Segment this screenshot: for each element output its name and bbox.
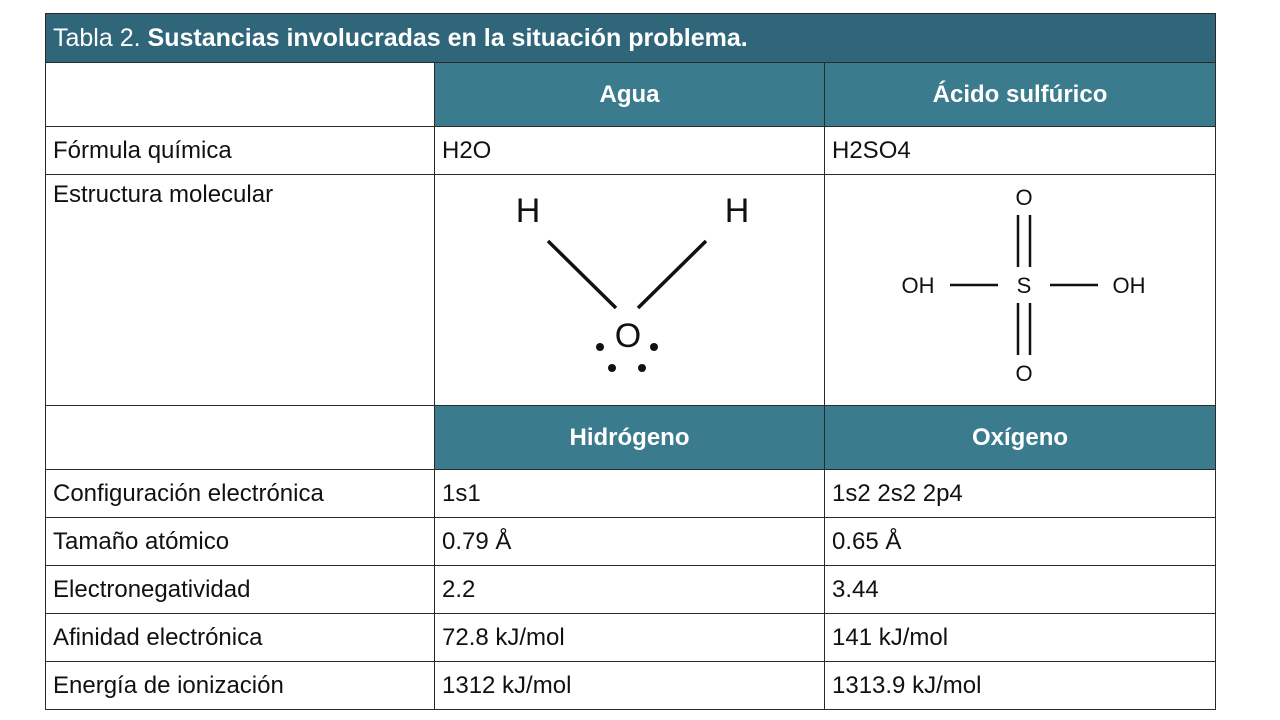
cell-value: 1s1 (434, 469, 825, 518)
cell-value: H2O (434, 126, 825, 175)
row-label: Electronegatividad (45, 565, 435, 614)
acid-oh-right: OH (1112, 273, 1145, 298)
table-title-prefix: Tabla 2. (53, 23, 141, 52)
cell-value: 72.8 kJ/mol (434, 613, 825, 662)
header-oxigeno: Oxígeno (823, 405, 1217, 470)
cell-value: 1313.9 kJ/mol (823, 661, 1217, 710)
water-h-right: H (724, 192, 749, 230)
header-hidrogeno: Hidrógeno (434, 405, 825, 470)
structure-row: Estructura molecular H H O O (45, 174, 1217, 406)
cell-value: 0.79 Å (434, 517, 825, 566)
substance-header-row: Agua Ácido sulfúrico (45, 62, 1217, 127)
water-structure-cell: H H O (434, 174, 825, 406)
table-row: Energía de ionización 1312 kJ/mol 1313.9… (45, 661, 1217, 710)
row-label: Configuración electrónica (45, 469, 435, 518)
header-acido-sulfurico: Ácido sulfúrico (823, 62, 1217, 127)
substances-table: Tabla 2. Sustancias involucradas en la s… (44, 13, 1217, 710)
row-label: Estructura molecular (45, 174, 435, 406)
water-h-left: H (515, 192, 540, 230)
table-row: Fórmula química H2O H2SO4 (45, 126, 1217, 175)
cell-value: 1312 kJ/mol (434, 661, 825, 710)
acid-o-top: O (1015, 185, 1032, 210)
table-title-bold: Sustancias involucradas en la situación … (147, 23, 748, 52)
acid-o-bottom: O (1015, 361, 1032, 386)
cell-value: 2.2 (434, 565, 825, 614)
table-row: Tamaño atómico 0.79 Å 0.65 Å (45, 517, 1217, 566)
lone-pair-dots (595, 343, 658, 372)
element-header-row: Hidrógeno Oxígeno (45, 405, 1217, 470)
cell-value: 3.44 (823, 565, 1217, 614)
cell-value: 0.65 Å (823, 517, 1217, 566)
acid-structure-cell: O S O OH OH (823, 174, 1217, 406)
row-label: Afinidad electrónica (45, 613, 435, 662)
table-title-row: Tabla 2. Sustancias involucradas en la s… (44, 13, 1217, 63)
table-row: Electronegatividad 2.2 3.44 (45, 565, 1217, 614)
row-label: Energía de ionización (45, 661, 435, 710)
cell-value: 1s2 2s2 2p4 (823, 469, 1217, 518)
header-empty-cell (45, 62, 435, 127)
row-label: Fórmula química (45, 126, 435, 175)
water-molecule-diagram: H H O (515, 192, 749, 372)
water-o: O (614, 317, 640, 355)
row-label: Tamaño atómico (45, 517, 435, 566)
header-empty-cell (45, 405, 435, 470)
water-bond-right (636, 239, 707, 310)
water-bond-left (546, 239, 617, 310)
header-agua: Agua (434, 62, 825, 127)
cell-value: H2SO4 (823, 126, 1217, 175)
table-title: Tabla 2. Sustancias involucradas en la s… (44, 13, 1217, 63)
sulfuric-acid-diagram: O S O OH OH (901, 185, 1145, 386)
table-row: Configuración electrónica 1s1 1s2 2s2 2p… (45, 469, 1217, 518)
acid-oh-left: OH (901, 273, 934, 298)
cell-value: 141 kJ/mol (823, 613, 1217, 662)
acid-s: S (1016, 273, 1031, 298)
table-row: Afinidad electrónica 72.8 kJ/mol 141 kJ/… (45, 613, 1217, 662)
